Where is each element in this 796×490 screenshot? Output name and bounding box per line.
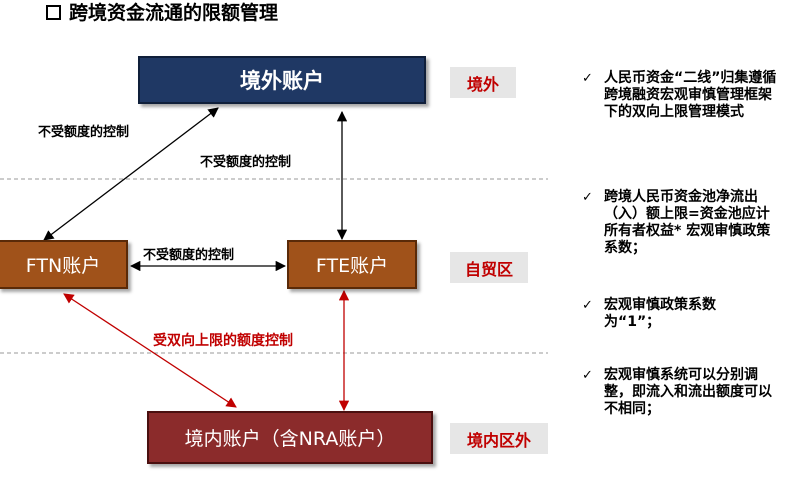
overseas-account-box: 境外账户 bbox=[138, 56, 426, 104]
edge-label-fte-overseas: 不受额度的控制 bbox=[200, 155, 292, 170]
edge-label-ftn-fte: 不受额度的控制 bbox=[143, 248, 235, 263]
note-text: 宏观审慎政策系数为“1”； bbox=[604, 297, 716, 330]
page-title: 跨境资金流通的限额管理 bbox=[46, 0, 278, 26]
note-item: ✓ 宏观审慎系统可以分别调整，即流入和流出额度可以不相同； bbox=[582, 367, 778, 418]
ftn-account-box: FTN账户 bbox=[0, 240, 128, 289]
check-icon: ✓ bbox=[582, 190, 593, 205]
note-item: ✓ 宏观审慎政策系数为“1”； bbox=[582, 297, 772, 331]
check-icon: ✓ bbox=[582, 368, 593, 383]
square-bullet-icon bbox=[46, 5, 61, 20]
zone-label-ftz: 自贸区 bbox=[450, 252, 528, 283]
zone-label-overseas: 境外 bbox=[450, 67, 516, 98]
note-text: 跨境人民币资金池净流出（入）额上限=资金池应计所有者权益* 宏观审慎政策系数； bbox=[604, 189, 771, 256]
note-text: 人民币资金“二线”归集遵循跨境融资宏观审慎管理框架下的双向上限管理模式 bbox=[604, 70, 777, 120]
zone-label-domestic: 境内区外 bbox=[450, 423, 548, 454]
note-text: 宏观审慎系统可以分别调整，即流入和流出额度可以不相同； bbox=[604, 367, 772, 417]
edge-label-ftn-overseas: 不受额度的控制 bbox=[38, 125, 130, 140]
page-title-text: 跨境资金流通的限额管理 bbox=[69, 2, 279, 24]
note-item: ✓ 跨境人民币资金池净流出（入）额上限=资金池应计所有者权益* 宏观审慎政策系数… bbox=[582, 189, 778, 257]
arrow-ftn-domestic bbox=[63, 293, 237, 408]
note-item: ✓ 人民币资金“二线”归集遵循跨境融资宏观审慎管理框架下的双向上限管理模式 bbox=[582, 70, 782, 121]
domestic-account-box: 境内账户（含NRA账户） bbox=[147, 411, 433, 464]
fte-account-box: FTE账户 bbox=[287, 240, 417, 289]
check-icon: ✓ bbox=[582, 71, 593, 86]
arrow-ftn-overseas bbox=[43, 107, 219, 241]
check-icon: ✓ bbox=[582, 298, 593, 313]
edge-label-bidirectional-limit: 受双向上限的额度控制 bbox=[153, 333, 293, 349]
